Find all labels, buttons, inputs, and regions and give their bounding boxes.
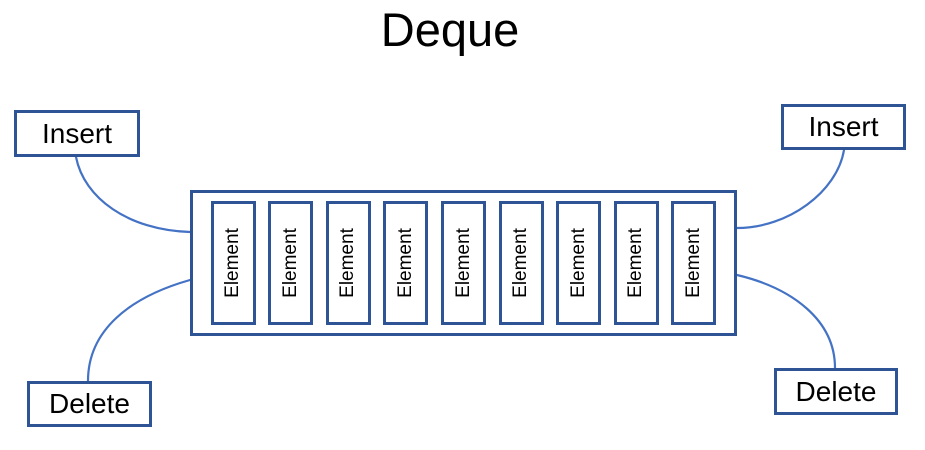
element-label: Element [337,228,359,298]
element-label: Element [510,228,532,298]
insert-left-box: Insert [14,110,140,157]
element-box: Element [440,201,486,325]
connector-insert-left [74,155,192,234]
element-label: Element [567,228,589,298]
element-label: Element [452,228,474,298]
element-label: Element [682,228,704,298]
element-box: Element [383,201,429,325]
element-label: Element [222,228,244,298]
element-label: Element [625,228,647,298]
insert-right-box: Insert [781,104,906,150]
delete-left-label: Delete [49,388,130,419]
connector-insert-right [735,148,846,230]
deque-container: Element Element Element Element Element … [190,190,737,336]
element-label: Element [394,228,416,298]
connector-delete-left [86,278,192,383]
element-box: Element [671,201,717,325]
element-box: Element [556,201,602,325]
element-box: Element [210,201,256,325]
connector-delete-right [735,273,837,370]
element-box: Element [325,201,371,325]
insert-right-label: Insert [808,111,879,142]
element-box: Element [613,201,659,325]
insert-left-label: Insert [41,117,113,149]
delete-right-label: Delete [795,375,877,407]
page-title: Deque [380,3,520,56]
delete-left-box: Delete [27,381,152,427]
element-box: Element [498,201,544,325]
element-box: Element [268,201,314,325]
delete-right-box: Delete [774,368,898,415]
element-label: Element [279,228,301,298]
